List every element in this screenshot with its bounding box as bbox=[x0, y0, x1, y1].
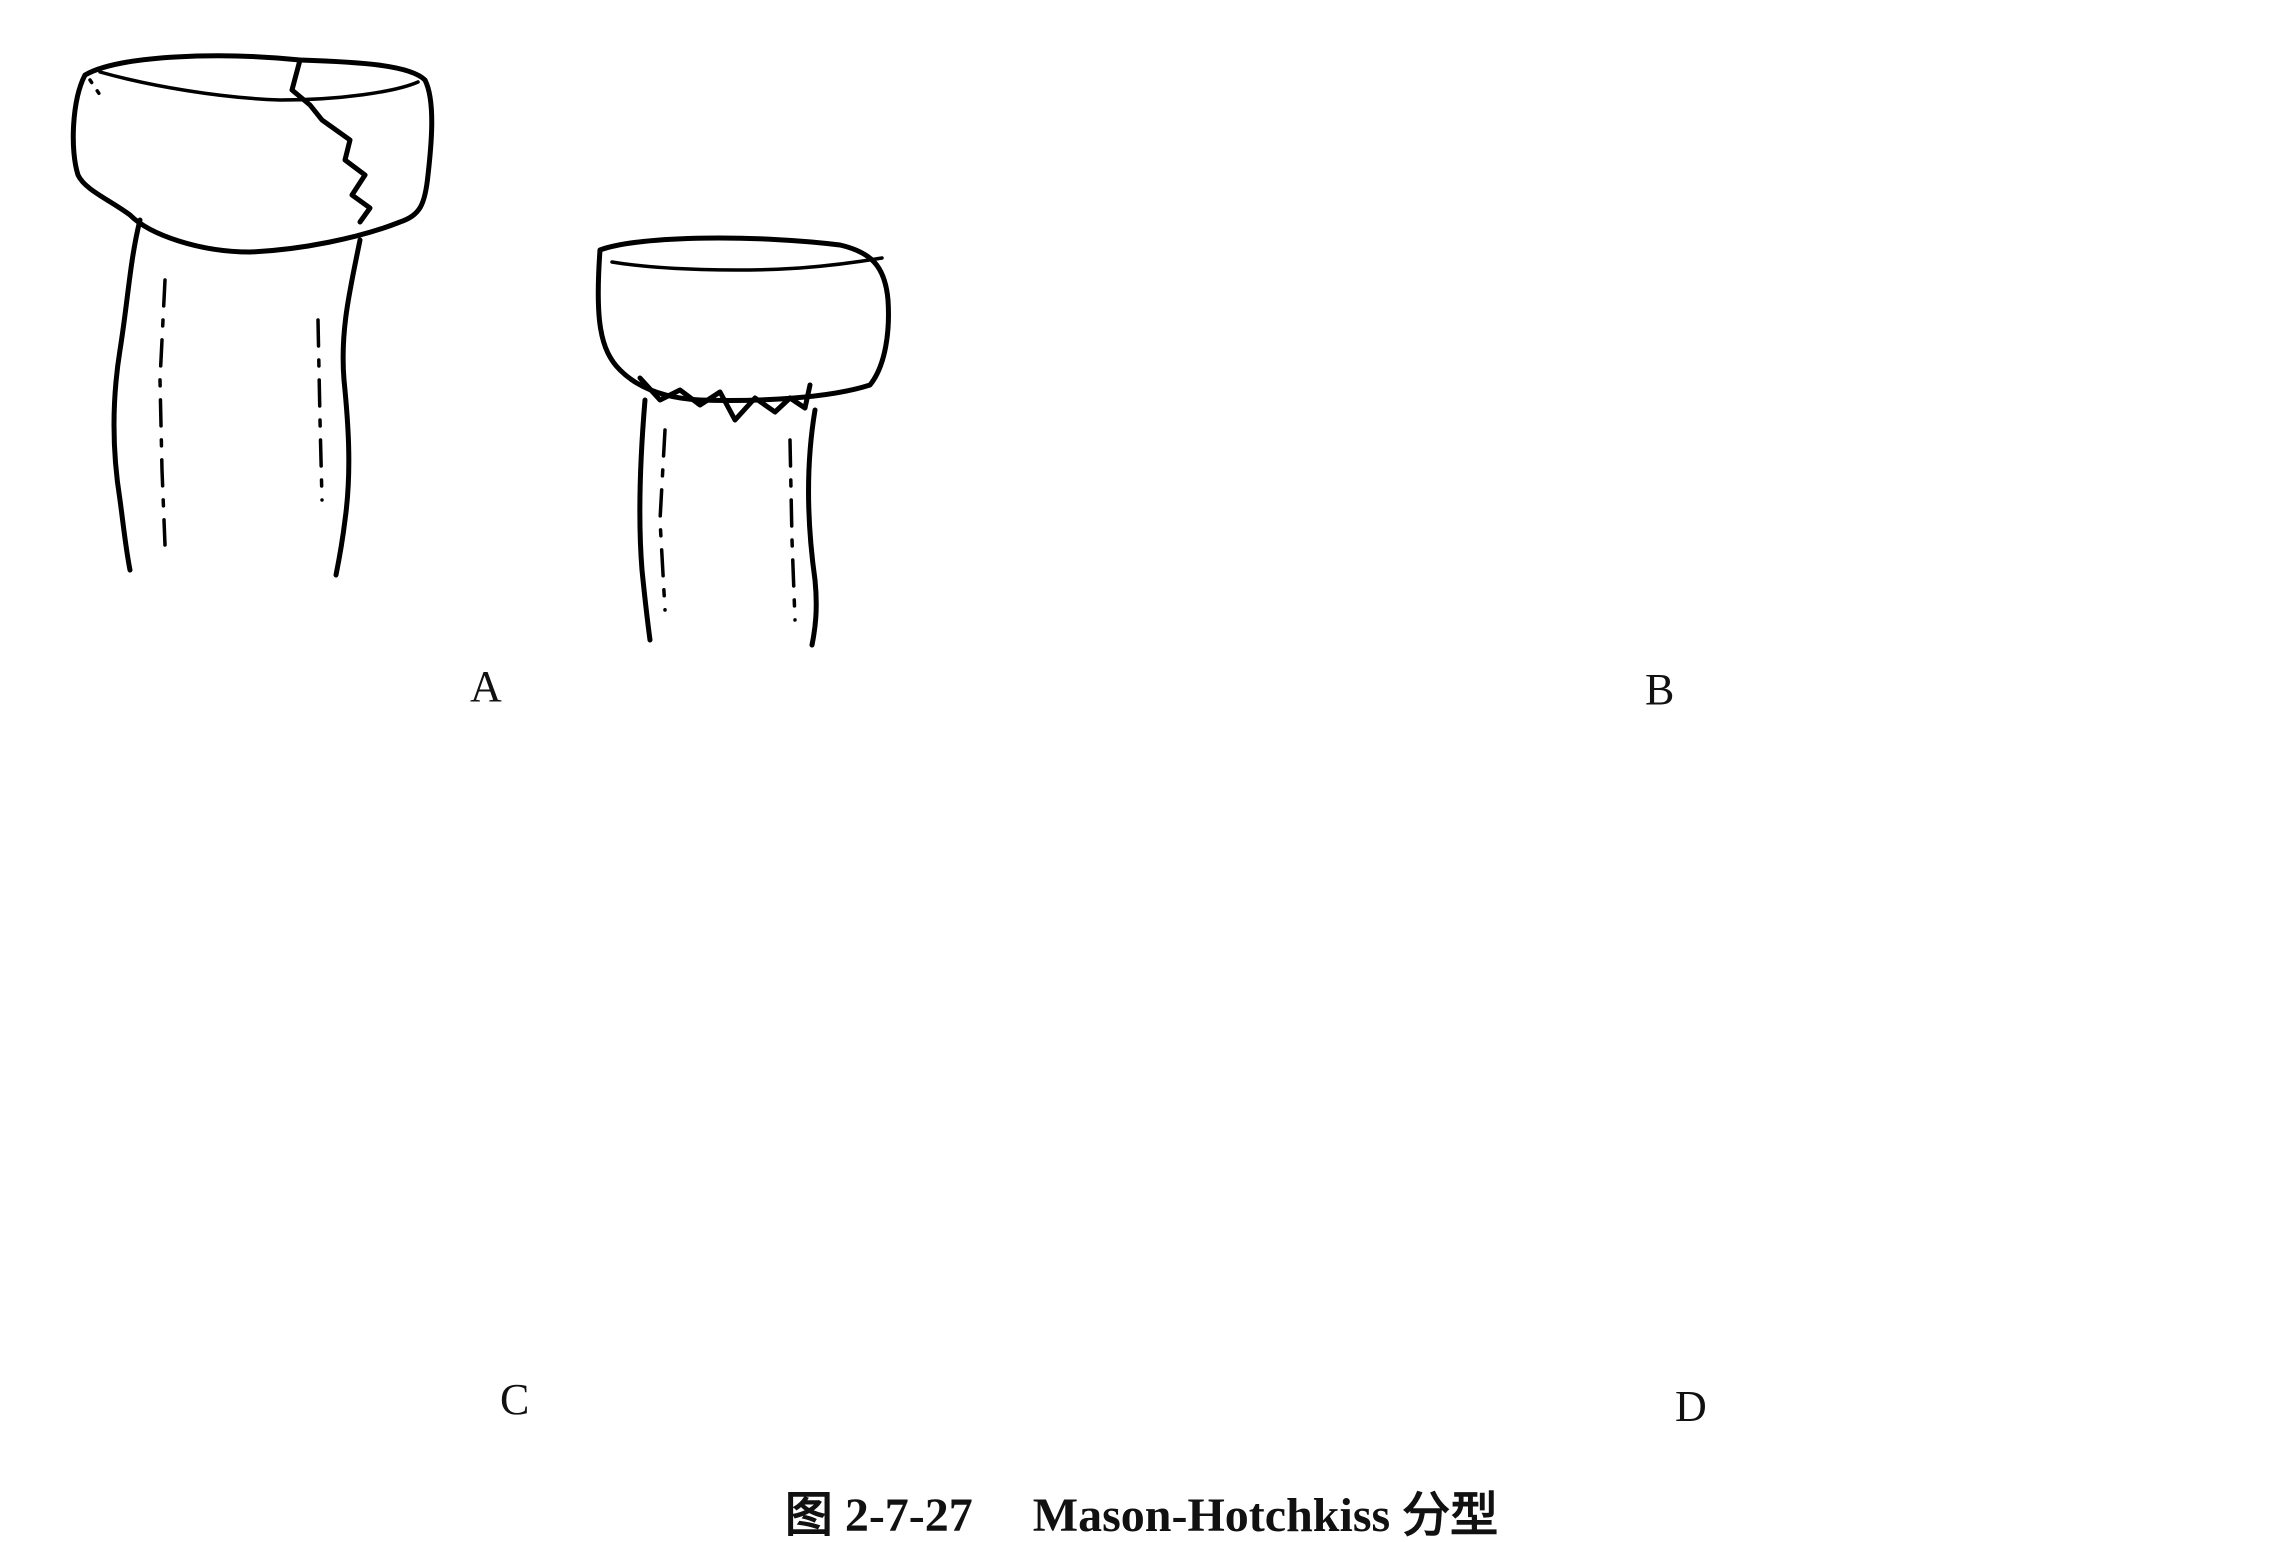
panel-a-label: A bbox=[470, 662, 502, 711]
panel-b-label: B bbox=[1645, 665, 1675, 714]
figure-caption: 图 2-7-27 Mason-Hotchkiss 分型 bbox=[0, 1492, 2283, 1540]
panel-c-label: C bbox=[500, 1375, 530, 1424]
panel-a-illustration bbox=[70, 53, 891, 648]
panel-a-radial-neck-fracture bbox=[595, 235, 891, 648]
figure-title: Mason-Hotchkiss 分型 bbox=[1032, 1489, 1499, 1542]
figure-number: 图 2-7-27 bbox=[784, 1489, 973, 1542]
panel-a-radial-head-split-fracture bbox=[70, 53, 435, 578]
panel-d-label: D bbox=[1675, 1382, 1707, 1431]
